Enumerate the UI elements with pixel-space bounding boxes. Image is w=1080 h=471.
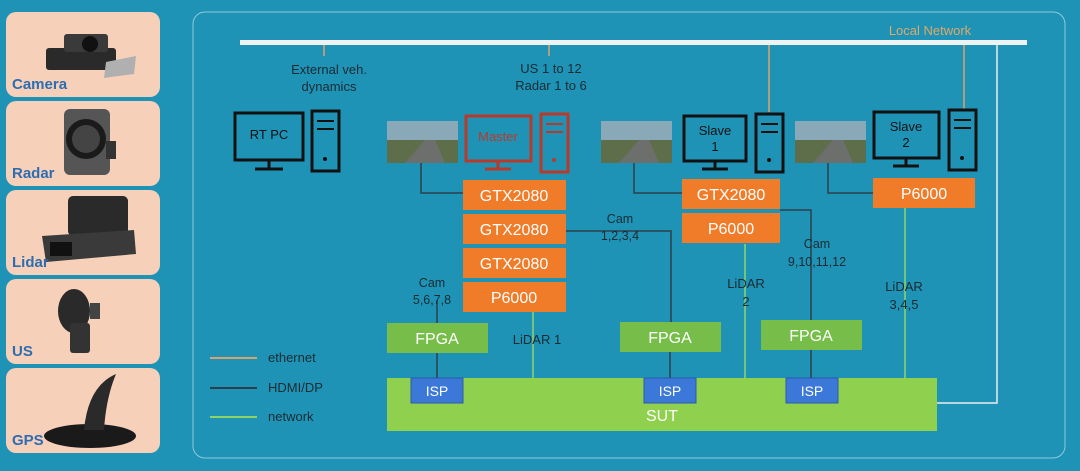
slave1-tower-icon: [754, 112, 785, 174]
master-gpu-3-label: GTX2080: [480, 256, 549, 273]
sidebar-item-label: US: [12, 343, 33, 360]
lidar2-label-line2: 2: [742, 294, 749, 309]
sidebar-item-label: GPS: [12, 432, 44, 449]
master-gpu-1: [463, 180, 566, 210]
simulation-screen-2: [601, 121, 672, 163]
slave1-gpu-2-label: P6000: [708, 221, 754, 238]
legend: ethernet HDMI/DP network: [210, 350, 323, 424]
fpga-3-label: FPGA: [789, 328, 833, 345]
sidebar-item-camera: Camera: [6, 12, 160, 97]
isp-2: [643, 377, 697, 404]
diagram-frame: [192, 11, 1066, 459]
slave2-gpu-1: [873, 178, 975, 208]
master-gpu-3: [463, 248, 566, 278]
cam-right-label-line2: 9,10,11,12: [788, 255, 846, 269]
isp-1-label: ISP: [426, 383, 449, 399]
master-gpu-4: [463, 282, 566, 312]
network-links: [532, 208, 906, 378]
isp-2-label: ISP: [659, 383, 682, 399]
lidar345-label-line2: 3,4,5: [890, 297, 919, 312]
radar-label: Radar 1 to 6: [515, 78, 587, 93]
fpga-2: [620, 322, 721, 352]
sut-label: SUT: [646, 408, 678, 425]
us-label: US 1 to 12: [520, 61, 581, 76]
cam-mid-label-line1: Cam: [607, 212, 633, 226]
sidebar-item-label: Lidar: [12, 254, 49, 271]
external-veh-label-line1: External veh.: [291, 62, 367, 77]
slave2-gpu-1-label: P6000: [901, 186, 947, 203]
sidebar-item-lidar: Lidar: [6, 190, 160, 275]
sidebar-item-label: Camera: [12, 76, 68, 93]
isp-3: [785, 377, 839, 404]
fpga-isp-links: [436, 350, 812, 378]
sidebar-item-gps: GPS: [6, 368, 160, 453]
slave1-monitor-icon: [682, 114, 748, 171]
slave2-label-line2: 2: [902, 135, 909, 150]
master-gpu-2: [463, 214, 566, 244]
gps-antenna-icon: [44, 374, 136, 448]
ultrasonic-sensor-icon: [58, 289, 100, 353]
fpga-1: [387, 323, 488, 353]
rt-pc-tower-icon: [310, 109, 341, 173]
radar-icon: [64, 109, 116, 175]
lidar-icon: [42, 196, 136, 262]
fpga-1-label: FPGA: [415, 331, 459, 348]
cam-left-label-line2: 5,6,7,8: [413, 293, 451, 307]
camera-icon: [46, 34, 136, 78]
legend-network-label: network: [268, 409, 314, 424]
legend-hdmi-label: HDMI/DP: [268, 380, 323, 395]
lidar2-label-line1: LiDAR: [727, 276, 765, 291]
master-label: Master: [478, 129, 518, 144]
cam-mid-label-line2: 1,2,3,4: [601, 229, 639, 243]
local-network-bus: [240, 40, 1027, 45]
master-gpu-1-label: GTX2080: [480, 188, 549, 205]
legend-ethernet-label: ethernet: [268, 350, 316, 365]
lidar1-label: LiDAR 1: [513, 332, 561, 347]
sidebar-item-us: US: [6, 279, 160, 364]
slave1-label-line1: Slave: [699, 123, 732, 138]
master-gpu-2-label: GTX2080: [480, 222, 549, 239]
sidebar-item-label: Radar: [12, 165, 55, 182]
fpga-2-label: FPGA: [648, 330, 692, 347]
rt-pc-monitor-icon: [233, 111, 305, 171]
cam-right-label-line1: Cam: [804, 237, 830, 251]
slave1-gpu-2: [682, 213, 780, 243]
slave1-gpu-1: [682, 179, 780, 209]
local-network-label: Local Network: [889, 23, 972, 38]
slave1-label-line2: 1: [711, 139, 718, 154]
master-tower-icon: [539, 112, 570, 174]
sidebar-item-radar: Radar: [6, 101, 160, 186]
simulation-screen-1: [387, 121, 458, 163]
external-veh-label-line2: dynamics: [302, 79, 357, 94]
slave2-label-line1: Slave: [890, 119, 923, 134]
network-return-line: [937, 45, 998, 404]
simulation-screen-3: [795, 121, 866, 163]
lidar345-label-line1: LiDAR: [885, 279, 923, 294]
fpga-3: [761, 320, 862, 350]
rt-pc-label: RT PC: [250, 127, 289, 142]
ethernet-links: [323, 45, 965, 112]
slave2-monitor-icon: [872, 110, 941, 168]
hdmi-links: [420, 163, 873, 323]
slave2-tower-icon: [947, 108, 978, 172]
master-gpu-4-label: P6000: [491, 290, 537, 307]
isp-1: [410, 377, 464, 404]
master-monitor-icon: [464, 114, 533, 171]
cam-left-label-line1: Cam: [419, 276, 445, 290]
isp-3-label: ISP: [801, 383, 824, 399]
slave1-gpu-1-label: GTX2080: [697, 187, 766, 204]
